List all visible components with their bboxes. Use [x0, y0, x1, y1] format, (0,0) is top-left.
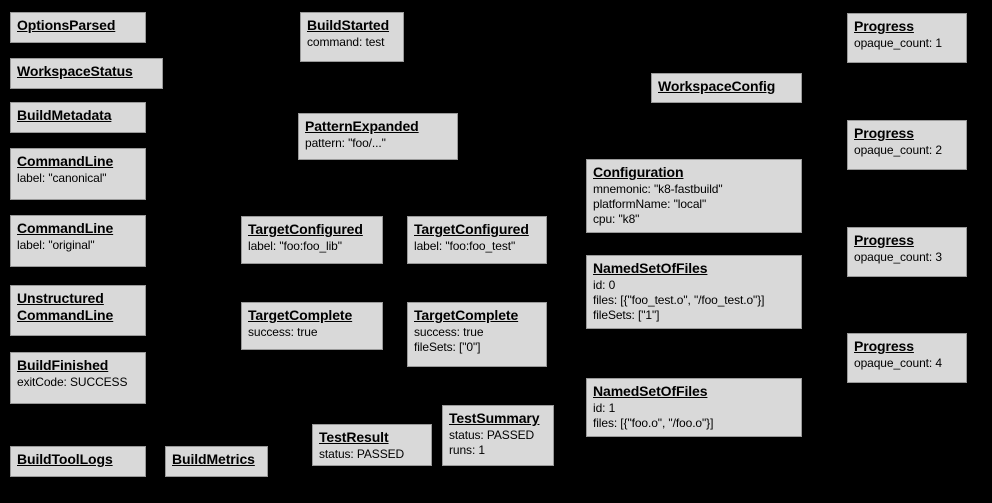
node-build-metadata[interactable]: BuildMetadata [10, 102, 146, 133]
node-pattern-expanded[interactable]: PatternExpanded pattern: "foo/..." [298, 113, 458, 160]
node-title-line-2: CommandLine [17, 306, 114, 323]
node-command-line-canonical[interactable]: CommandLine label: "canonical" [10, 148, 146, 200]
node-title: OptionsParsed [17, 17, 116, 33]
node-title: Progress [854, 338, 914, 354]
node-title: BuildToolLogs [17, 451, 113, 467]
node-title: TargetConfigured [414, 221, 529, 237]
node-title: BuildMetrics [172, 451, 255, 467]
node-field-label: label: "foo:foo_lib" [248, 238, 342, 253]
node-progress-1[interactable]: Progress opaque_count: 1 [847, 13, 967, 63]
node-field-cpu: cpu: "k8" [593, 211, 640, 226]
node-test-summary[interactable]: TestSummary status: PASSED runs: 1 [442, 405, 554, 466]
node-field-opaque-count: opaque_count: 1 [854, 35, 942, 50]
node-named-set-of-files-1[interactable]: NamedSetOfFiles id: 1 files: [{"foo.o", … [586, 378, 802, 437]
node-progress-4[interactable]: Progress opaque_count: 4 [847, 333, 967, 383]
node-title: TargetComplete [248, 307, 353, 323]
node-target-configured-lib[interactable]: TargetConfigured label: "foo:foo_lib" [241, 216, 383, 264]
node-title: Configuration [593, 164, 684, 180]
node-field-status: status: PASSED [449, 427, 535, 442]
node-field-label: label: "foo:foo_test" [414, 238, 516, 253]
node-target-complete-test[interactable]: TargetComplete success: true fileSets: [… [407, 302, 547, 367]
node-title: TestResult [319, 429, 389, 445]
node-build-started[interactable]: BuildStarted command: test [300, 12, 404, 62]
node-title: TargetComplete [414, 307, 519, 323]
node-title: Progress [854, 18, 914, 34]
node-title: TestSummary [449, 410, 540, 426]
node-title: WorkspaceStatus [17, 63, 133, 79]
node-title: BuildFinished [17, 357, 109, 373]
node-progress-2[interactable]: Progress opaque_count: 2 [847, 120, 967, 170]
node-progress-3[interactable]: Progress opaque_count: 3 [847, 227, 967, 277]
node-title: TargetConfigured [248, 221, 363, 237]
node-title: PatternExpanded [305, 118, 419, 134]
node-title: WorkspaceConfig [658, 78, 776, 94]
node-field-exit-code: exitCode: SUCCESS [17, 374, 128, 389]
node-title: NamedSetOfFiles [593, 383, 708, 399]
node-field-file-sets: fileSets: ["0"] [414, 339, 481, 354]
node-title: NamedSetOfFiles [593, 260, 708, 276]
node-target-configured-test[interactable]: TargetConfigured label: "foo:foo_test" [407, 216, 547, 264]
node-field-files: files: [{"foo.o", "/foo.o"}] [593, 415, 714, 430]
node-field-mnemonic: mnemonic: "k8-fastbuild" [593, 181, 723, 196]
node-field-file-sets: fileSets: ["1"] [593, 307, 660, 322]
node-title: BuildMetadata [17, 107, 112, 123]
node-title: BuildStarted [307, 17, 390, 33]
node-workspace-config[interactable]: WorkspaceConfig [651, 73, 802, 103]
node-field-label: label: "original" [17, 237, 95, 252]
node-field-opaque-count: opaque_count: 4 [854, 355, 942, 370]
node-field-id: id: 0 [593, 277, 616, 292]
node-target-complete-lib[interactable]: TargetComplete success: true [241, 302, 383, 350]
node-named-set-of-files-0[interactable]: NamedSetOfFiles id: 0 files: [{"foo_test… [586, 255, 802, 329]
node-field-label: label: "canonical" [17, 170, 107, 185]
node-title-line-1: Unstructured [17, 290, 104, 306]
node-options-parsed[interactable]: OptionsParsed [10, 12, 146, 43]
node-build-finished[interactable]: BuildFinished exitCode: SUCCESS [10, 352, 146, 404]
node-field-platform-name: platformName: "local" [593, 196, 707, 211]
node-field-success: success: true [414, 324, 484, 339]
node-title: CommandLine [17, 153, 114, 169]
node-field-runs: runs: 1 [449, 442, 485, 457]
node-test-result[interactable]: TestResult status: PASSED [312, 424, 432, 466]
node-field-success: success: true [248, 324, 318, 339]
node-title: Progress [854, 125, 914, 141]
node-field-command: command: test [307, 34, 385, 49]
node-field-opaque-count: opaque_count: 3 [854, 249, 942, 264]
node-configuration[interactable]: Configuration mnemonic: "k8-fastbuild" p… [586, 159, 802, 233]
node-field-status: status: PASSED [319, 446, 405, 461]
node-field-files: files: [{"foo_test.o", "/foo_test.o"}] [593, 292, 765, 307]
node-build-tool-logs[interactable]: BuildToolLogs [10, 446, 146, 477]
node-field-pattern: pattern: "foo/..." [305, 135, 386, 150]
node-build-metrics[interactable]: BuildMetrics [165, 446, 268, 477]
node-field-id: id: 1 [593, 400, 616, 415]
node-field-opaque-count: opaque_count: 2 [854, 142, 942, 157]
node-title: Progress [854, 232, 914, 248]
node-command-line-original[interactable]: CommandLine label: "original" [10, 215, 146, 267]
node-title: CommandLine [17, 220, 114, 236]
node-workspace-status[interactable]: WorkspaceStatus [10, 58, 163, 89]
